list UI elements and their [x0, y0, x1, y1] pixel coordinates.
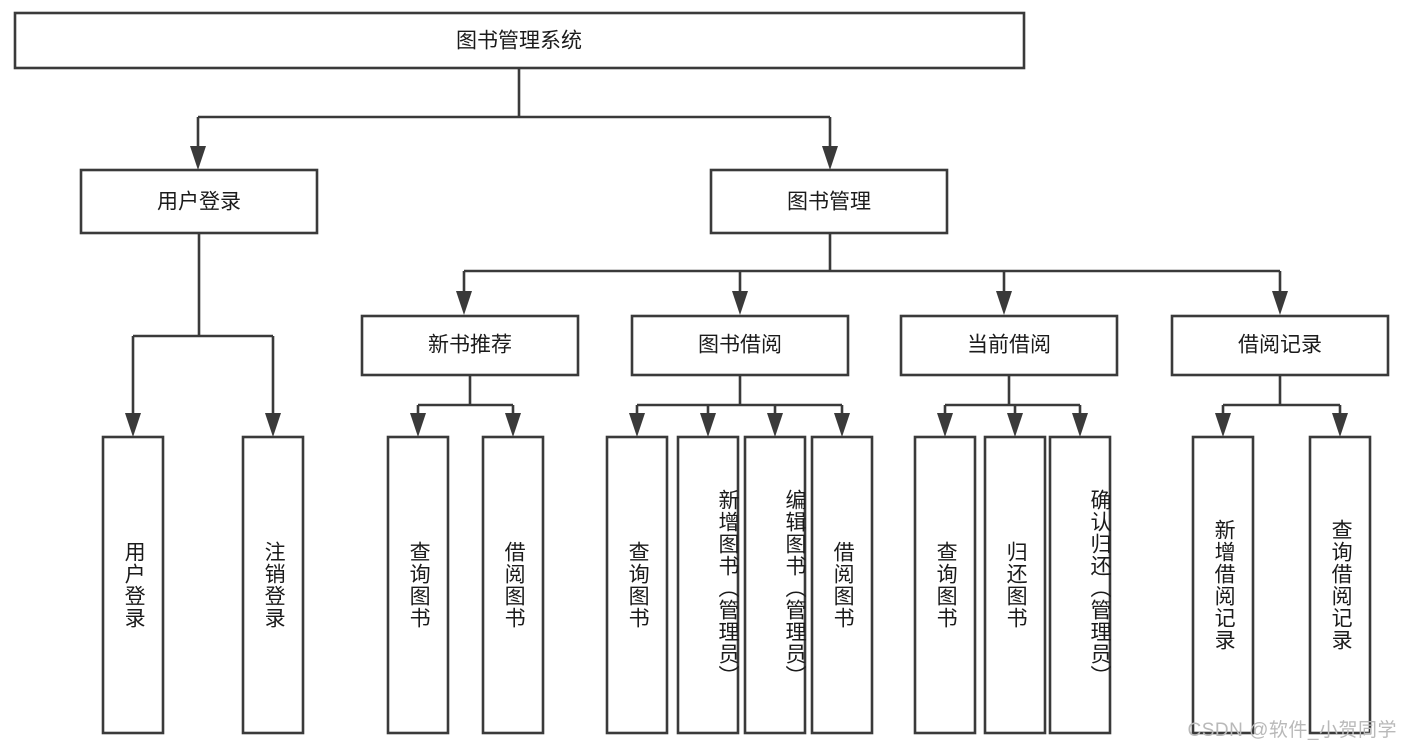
- arrow-borrow-record-leaf-2-icon: [1332, 413, 1348, 437]
- arrow-borrow-record-leaf-1-icon: [1215, 413, 1231, 437]
- leaf-book-borrow-3-box[interactable]: [743, 435, 807, 735]
- leaf-new-book-1-box[interactable]: [386, 435, 450, 735]
- leaf-current-borrow-1-box[interactable]: [913, 435, 977, 735]
- arrow-user-login-leaf-2-icon: [265, 413, 281, 437]
- arrow-book-borrow-leaf-4-icon: [834, 413, 850, 437]
- node-borrow-record-label: 借阅记录: [1238, 334, 1322, 357]
- leaf-borrow-record-2-box[interactable]: [1308, 435, 1372, 735]
- arrow-book-borrow-leaf-2-icon: [700, 413, 716, 437]
- node-new-book-box[interactable]: [360, 314, 580, 377]
- arrow-current-borrow-leaf-3-icon: [1072, 413, 1088, 437]
- leaf-current-borrow-2-box[interactable]: [983, 435, 1047, 735]
- arrow-to-book-manage-icon: [822, 146, 838, 170]
- leaf-new-book-2-box[interactable]: [481, 435, 545, 735]
- node-root-box[interactable]: [13, 11, 1026, 70]
- arrow-to-borrow-record-icon: [1272, 291, 1288, 315]
- arrow-user-login-leaf-1-icon: [125, 413, 141, 437]
- leaf-book-borrow-1-box[interactable]: [605, 435, 669, 735]
- arrow-new-book-leaf-2-icon: [505, 413, 521, 437]
- node-user-login-box[interactable]: [79, 168, 319, 235]
- leaf-current-borrow-3-box[interactable]: [1048, 435, 1112, 735]
- node-book-borrow-box[interactable]: [630, 314, 850, 377]
- nodes-layer: 图书管理系统 用户登录 图书管理 新书推荐 图书借阅 当前借阅 借阅记录: [13, 11, 1390, 735]
- node-book-manage-label: 图书管理: [787, 191, 871, 214]
- arrow-current-borrow-leaf-2-icon: [1007, 413, 1023, 437]
- arrow-book-borrow-leaf-3-icon: [767, 413, 783, 437]
- connectors-layer: [125, 68, 1348, 437]
- arrow-current-borrow-leaf-1-icon: [937, 413, 953, 437]
- arrow-to-user-login-icon: [190, 146, 206, 170]
- arrow-new-book-leaf-1-icon: [410, 413, 426, 437]
- node-current-borrow-label: 当前借阅: [967, 334, 1051, 357]
- leaf-borrow-record-1-box[interactable]: [1191, 435, 1255, 735]
- node-root-label: 图书管理系统: [456, 30, 582, 53]
- leaf-user-login-2-box[interactable]: [241, 435, 305, 735]
- node-borrow-record-box[interactable]: [1170, 314, 1390, 377]
- leaf-book-borrow-4-box[interactable]: [810, 435, 874, 735]
- arrow-to-new-book-icon: [456, 291, 472, 315]
- node-current-borrow-box[interactable]: [899, 314, 1119, 377]
- arrow-to-book-borrow-icon: [732, 291, 748, 315]
- leaf-user-login-1-box[interactable]: [101, 435, 165, 735]
- watermark: CSDN @软件_小贺同学: [1187, 720, 1397, 741]
- arrow-book-borrow-leaf-1-icon: [629, 413, 645, 437]
- node-book-manage-box[interactable]: [709, 168, 949, 235]
- arrow-to-current-borrow-icon: [996, 291, 1012, 315]
- node-book-borrow-label: 图书借阅: [698, 334, 782, 357]
- node-user-login-label: 用户登录: [157, 191, 241, 214]
- node-new-book-label: 新书推荐: [428, 334, 512, 357]
- leaf-book-borrow-2-box[interactable]: [676, 435, 740, 735]
